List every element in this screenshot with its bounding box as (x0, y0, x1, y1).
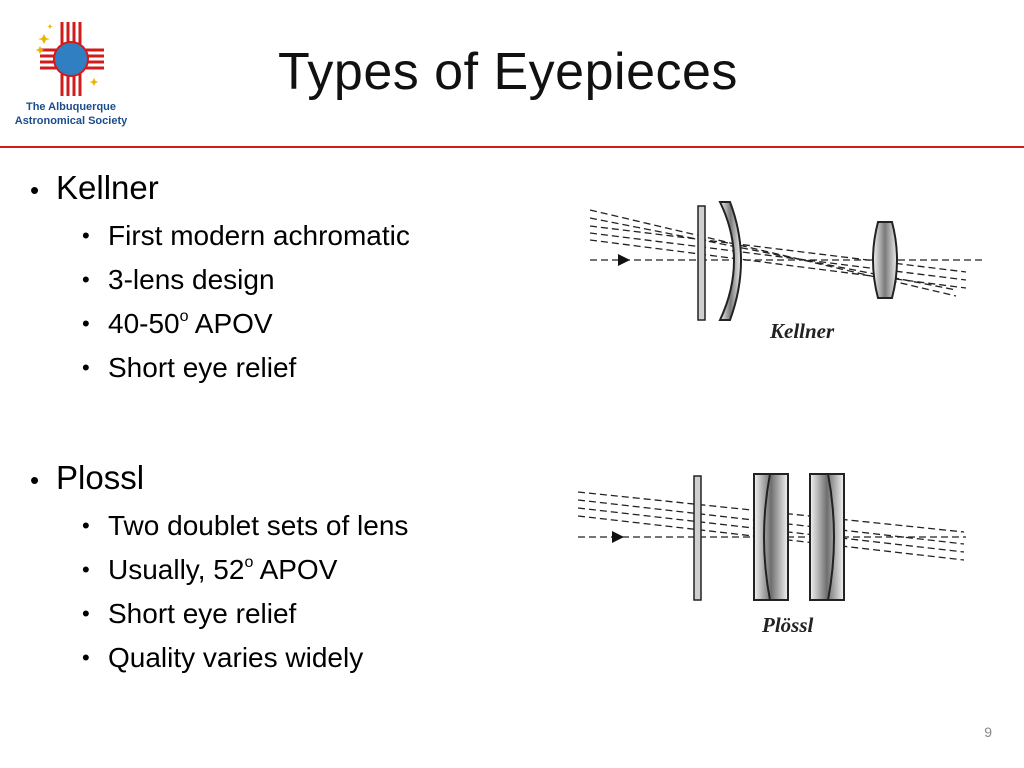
bullet-heading: Kellner (30, 168, 410, 210)
eye-lens (872, 221, 898, 299)
bullet-heading: Plossl (30, 458, 408, 500)
field-lens (697, 205, 706, 321)
society-logo: The Albuquerque Astronomical Society (8, 20, 148, 128)
list-item: First modern achromatic (82, 214, 410, 258)
zia-sun-logo-icon (35, 22, 104, 96)
slide-title: Types of Eyepieces (278, 43, 738, 101)
doublet-lens-2 (809, 473, 845, 601)
list-item: Usually, 52o APOV (82, 548, 408, 592)
plossl-lens-diagram: Plössl (577, 473, 966, 637)
diagram-label: Plössl (761, 613, 814, 637)
diagram-label: Kellner (769, 319, 835, 343)
eye-lens-doublet (718, 201, 742, 321)
doublet-lens-1 (753, 473, 789, 601)
kellner-lens-diagram: Kellner (589, 201, 982, 343)
list-item: Short eye relief (82, 346, 410, 390)
title-divider (0, 146, 1024, 148)
list-item: Short eye relief (82, 592, 408, 636)
page-number: 9 (984, 724, 992, 740)
plossl-section: Plossl Two doublet sets of lens Usually,… (30, 458, 408, 680)
list-item: 40-50o APOV (82, 302, 410, 346)
list-item: Quality varies widely (82, 636, 408, 680)
kellner-section: Kellner First modern achromatic 3-lens d… (30, 168, 410, 390)
kellner-bullet-list: First modern achromatic 3-lens design 40… (82, 214, 410, 390)
plossl-bullet-list: Two doublet sets of lens Usually, 52o AP… (82, 504, 408, 680)
list-item: 3-lens design (82, 258, 410, 302)
field-lens (693, 475, 702, 601)
organization-name: The Albuquerque Astronomical Society (14, 101, 128, 127)
list-item: Two doublet sets of lens (82, 504, 408, 548)
